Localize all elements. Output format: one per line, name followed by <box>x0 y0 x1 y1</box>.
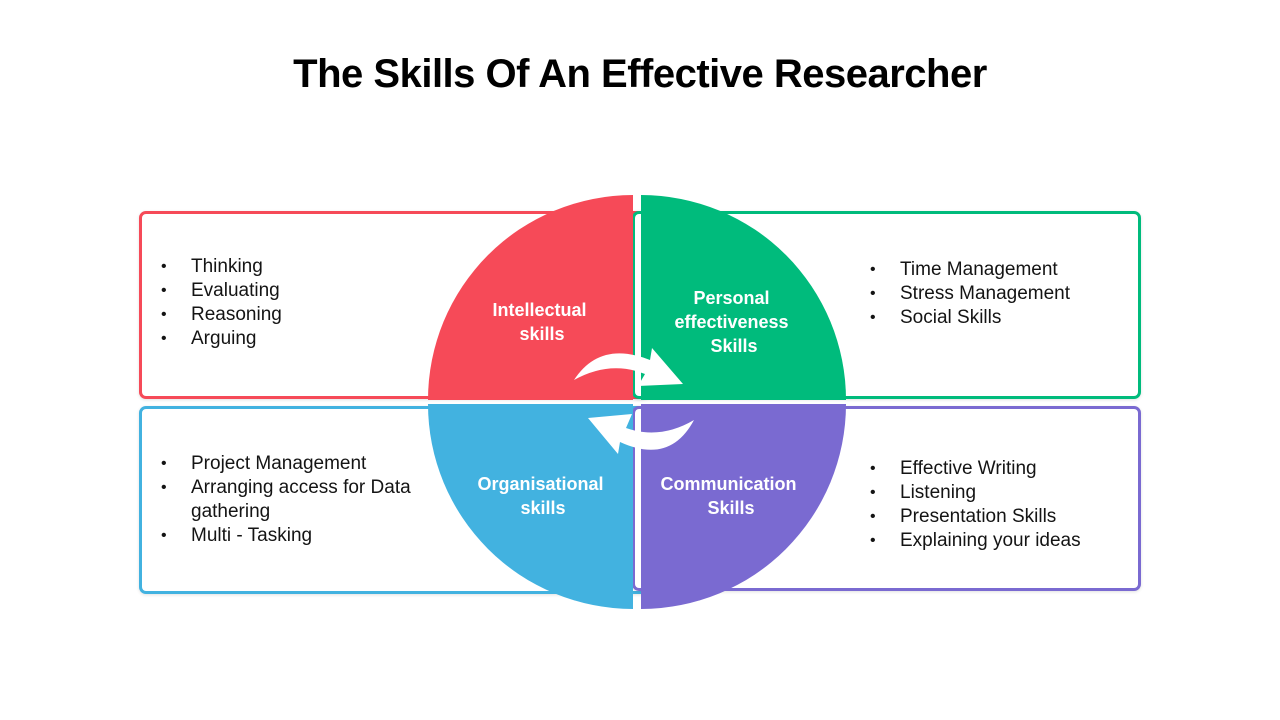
list-item: Thinking <box>161 255 431 279</box>
intellectual-label: Intellectual skills <box>492 300 591 344</box>
intellectual-quadrant <box>428 195 633 400</box>
list-item: Reasoning <box>161 303 431 327</box>
organisational-skills-list: Project Management Arranging access for … <box>161 452 441 548</box>
list-item: Multi - Tasking <box>161 524 441 548</box>
communication-label: Communication Skills <box>660 474 801 518</box>
organisational-quadrant <box>428 404 633 609</box>
personal-effectiveness-label: Personal effectiveness Skills <box>674 288 793 356</box>
personal-effectiveness-list: Time Management Stress Management Social… <box>870 258 1105 330</box>
list-item: Explaining your ideas <box>870 529 1120 553</box>
list-item: Listening <box>870 481 1120 505</box>
organisational-label: Organisational skills <box>477 474 608 518</box>
list-item: Time Management <box>870 258 1105 282</box>
page-title: The Skills Of An Effective Researcher <box>293 52 987 96</box>
list-item: Evaluating <box>161 279 431 303</box>
intellectual-skills-list: Thinking Evaluating Reasoning Arguing <box>161 255 431 351</box>
communication-skills-list: Effective Writing Listening Presentation… <box>870 457 1120 553</box>
list-item: Presentation Skills <box>870 505 1120 529</box>
list-item: Project Management <box>161 452 441 476</box>
list-item: Arguing <box>161 327 431 351</box>
list-item: Stress Management <box>870 282 1105 306</box>
list-item: Effective Writing <box>870 457 1120 481</box>
circular-arrows-icon <box>574 348 694 454</box>
communication-quadrant <box>641 404 846 609</box>
list-item: Social Skills <box>870 306 1105 330</box>
list-item: Arranging access for Data gathering <box>161 476 441 524</box>
personal-effectiveness-quadrant <box>641 195 846 400</box>
